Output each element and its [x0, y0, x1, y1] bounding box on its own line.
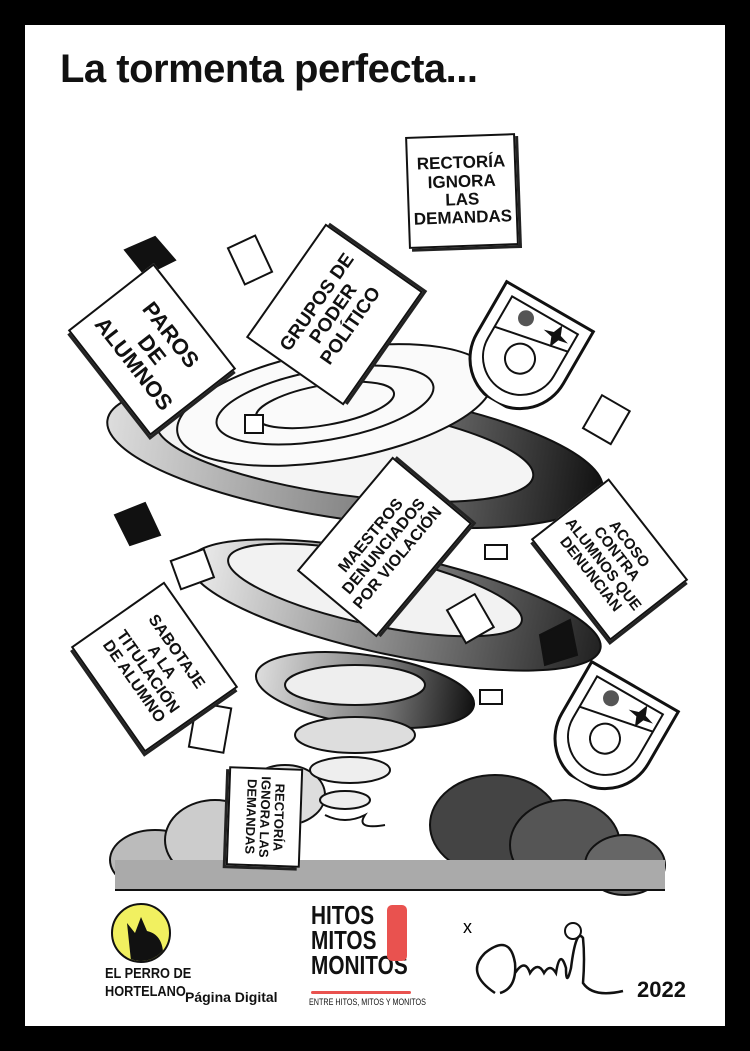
hitos-red-line [311, 991, 411, 994]
tornado-funnel [106, 343, 604, 828]
sign-line: IGNORA LAS [427, 170, 496, 210]
cartoon-title: La tormenta perfecta... [60, 47, 478, 91]
hitos-logo-line: HITOS [311, 900, 375, 930]
storm-clouds [109, 764, 666, 896]
sign-line: DEMANDAS [242, 778, 260, 855]
pagina-digital-label: Página Digital [185, 989, 278, 1005]
hitos-red-block [387, 905, 407, 961]
dog-head-icon [111, 903, 171, 963]
hitos-logo-line: MITOS [311, 925, 377, 955]
cartoon-panel: La tormenta perfecta... [25, 25, 725, 1026]
sign-line: DEMANDAS [413, 206, 513, 230]
university-seal-icon [553, 659, 681, 791]
year-label: 2022 [637, 977, 686, 1002]
signature-prefix: x [463, 917, 472, 937]
artist-signature: x [463, 917, 624, 995]
perro-logo-line: HORTELANO [105, 983, 186, 1000]
tornado-illustration [106, 234, 666, 896]
hitos-tagline: ENTRE HITOS, MITOS Y MONITOS [309, 997, 426, 1007]
perro-logo-line: EL PERRO DE [105, 965, 192, 982]
university-seal-icon [468, 279, 596, 411]
flying-papers [113, 234, 632, 754]
